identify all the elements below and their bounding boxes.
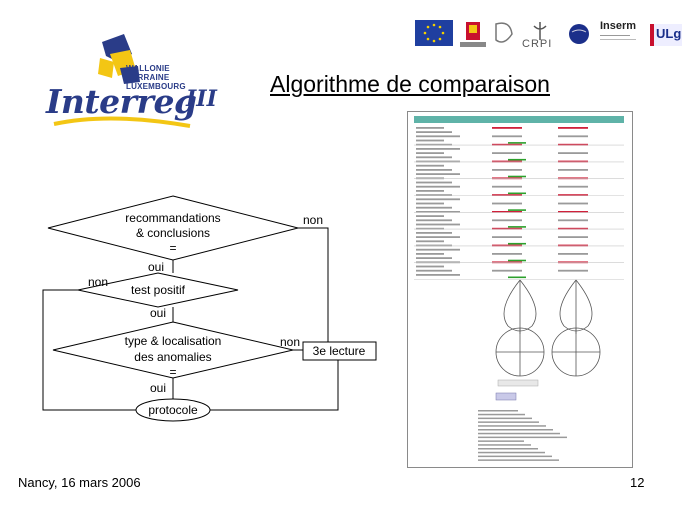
flowchart: recommandations & conclusions = oui test… xyxy=(38,190,388,430)
non-label-3: non xyxy=(280,335,300,349)
decision3-line3: = xyxy=(169,365,176,379)
decision3-line2: des anomalies xyxy=(134,350,211,364)
third-reading-label: 3e lecture xyxy=(313,344,366,358)
logo-map-icon xyxy=(98,34,140,84)
oui-label-3: oui xyxy=(150,381,166,395)
page-number: 12 xyxy=(630,475,645,490)
logo-luxembourg: LUXEMBOURG xyxy=(126,82,186,91)
non-label-1: non xyxy=(303,213,323,227)
decision1-line1: recommandations xyxy=(125,211,220,225)
ulg-label: ULg xyxy=(656,26,682,41)
non-label-2: non xyxy=(88,275,108,289)
oui-label-1: oui xyxy=(148,260,164,274)
protocol-label: protocole xyxy=(148,403,198,417)
logo-lorraine: LORRAINE xyxy=(126,73,170,82)
slide-title: Algorithme de comparaison xyxy=(270,71,550,97)
logo-roman-numeral: III xyxy=(186,86,217,112)
logo-wordmark: Interreg xyxy=(46,82,197,121)
crpi-logo: CRPI xyxy=(520,20,560,50)
logo-wallonie: WALLONIE xyxy=(126,64,170,73)
interreg-logo: WALLONIE LORRAINE LUXEMBOURG Interreg II… xyxy=(40,28,217,133)
crpi-label: CRPI xyxy=(522,38,553,50)
region-emblem-icon xyxy=(490,20,518,50)
logo-regions: WALLONIE LORRAINE LUXEMBOURG xyxy=(126,64,186,91)
decision2-label: test positif xyxy=(131,283,186,297)
logo-swoosh-icon xyxy=(53,116,191,128)
breast-diagram-upper xyxy=(503,279,593,334)
inserm-logo: Inserm xyxy=(600,20,644,50)
ulg-logo: ULg xyxy=(648,20,684,50)
footer-date: Nancy, 16 mars 2006 xyxy=(18,475,141,490)
eu-flag-icon xyxy=(415,20,453,50)
decision-test-positive-shape xyxy=(77,272,239,308)
comparison-form-thumbnail xyxy=(407,111,633,468)
decision1-line2: & conclusions xyxy=(136,226,210,240)
decision1-line3: = xyxy=(169,241,176,255)
blue-sphere-logo xyxy=(566,20,594,50)
breast-diagram-lower xyxy=(495,327,601,377)
inserm-label: Inserm xyxy=(600,20,637,32)
oui-label-2: oui xyxy=(150,306,166,320)
department-emblem-icon xyxy=(458,20,488,50)
third-reading-box xyxy=(302,341,377,361)
decision3-line1: type & localisation xyxy=(125,334,222,348)
